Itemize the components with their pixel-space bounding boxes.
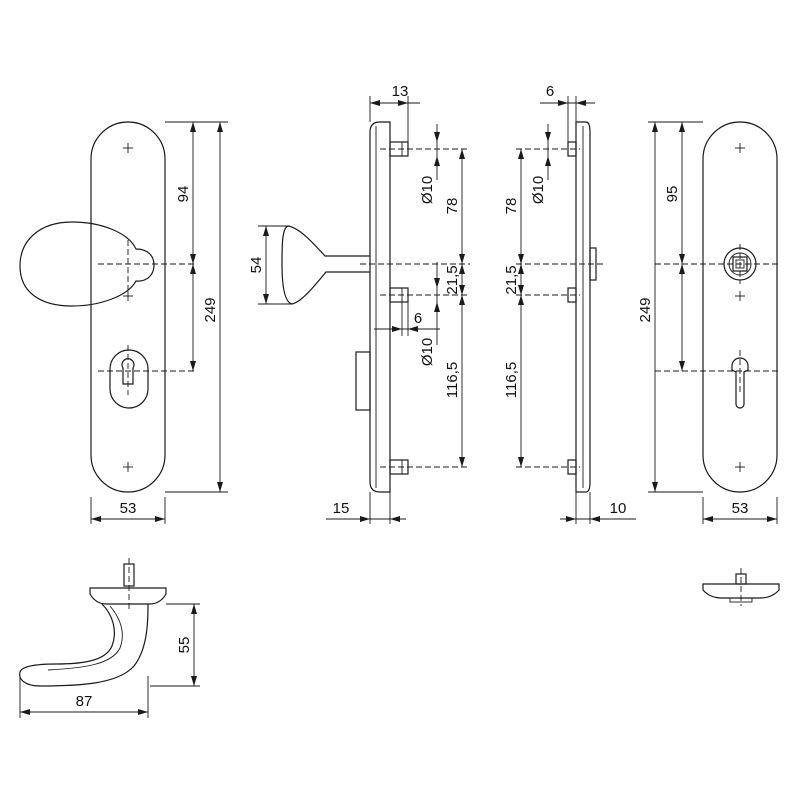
front-plate-outline: [90, 121, 166, 493]
side-view-knob: 13 54 Ø10 78 21,5 116,5 6 Ø10: [248, 83, 470, 524]
back-profile-rose: [702, 583, 780, 599]
dim-15: 15: [333, 500, 350, 517]
dim-116-5-back: 116,5: [503, 362, 520, 398]
knob-outline: [19, 221, 155, 307]
dim-55: 55: [176, 637, 193, 654]
dim-6-back: 6: [546, 83, 554, 100]
profile-knob-body: [19, 603, 149, 687]
dim-54: 54: [248, 257, 265, 274]
dim-94: 94: [175, 186, 192, 203]
dim-249-front: 249: [202, 297, 219, 322]
side-view-back-plate: 6 Ø10 78 21,5 116,5 10: [503, 83, 636, 524]
front-view-knob-plate: 94 249 53: [19, 121, 228, 524]
dim-21-5-back: 21,5: [503, 265, 520, 294]
dim-dia10-top: Ø10: [419, 176, 436, 204]
back-plate-profile-view: [702, 568, 780, 606]
dim-10: 10: [610, 500, 627, 517]
dim-78-back: 78: [503, 198, 520, 215]
dim-116-5-side-knob: 116,5: [444, 362, 461, 398]
dim-13: 13: [392, 83, 409, 100]
profile-rose: [89, 587, 167, 605]
back-plate-outline: [702, 121, 778, 493]
dim-dia10-back: Ø10: [530, 176, 547, 204]
dim-249-back: 249: [637, 297, 654, 322]
knob-side-profile: [281, 225, 370, 305]
knob-profile-view: 55 87: [19, 558, 200, 718]
dim-21-5-side-knob: 21,5: [444, 265, 461, 294]
side-plate-outline: [369, 121, 391, 493]
lock-block: [355, 351, 371, 411]
dim-53-back: 53: [732, 500, 749, 517]
front-view-back-plate: 95 249 53: [637, 121, 778, 524]
dim-87: 87: [76, 693, 93, 710]
dim-78-side-knob: 78: [444, 198, 461, 215]
cylinder-escutcheon: [109, 349, 149, 409]
dim-95: 95: [664, 186, 681, 203]
back-plate-side-outline: [575, 121, 591, 493]
keyhole-icon: [121, 358, 135, 385]
dim-53-front: 53: [120, 500, 137, 517]
dim-dia10-mid: Ø10: [419, 338, 436, 366]
dim-6-side-knob: 6: [414, 310, 422, 327]
